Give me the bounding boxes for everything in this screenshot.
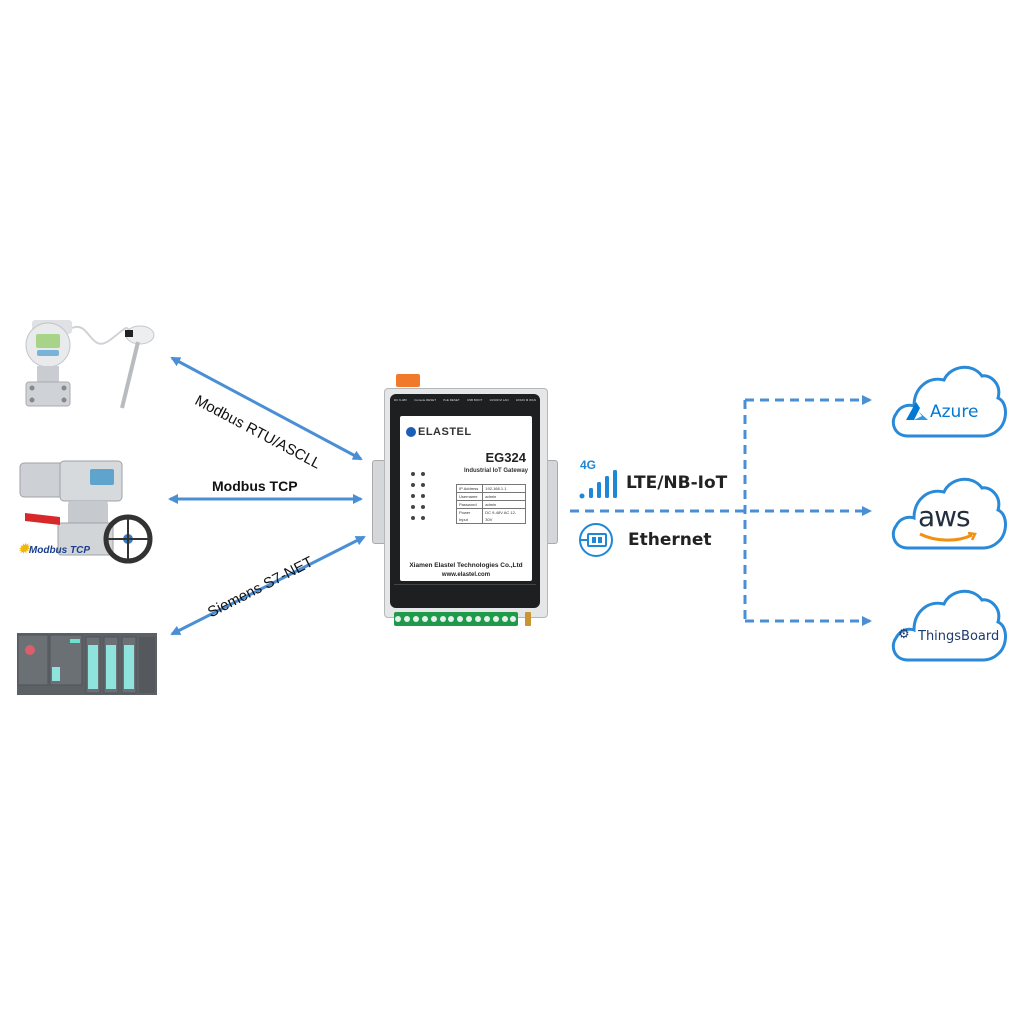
elastel-brand: ELASTEL bbox=[418, 426, 472, 438]
transmitter-icon bbox=[25, 320, 155, 409]
protocol-label-modbus-tcp: Modbus TCP bbox=[212, 478, 298, 494]
port-label: Console RESET bbox=[414, 398, 437, 402]
actuator-icon bbox=[19, 460, 153, 564]
spec-key: IP Address bbox=[455, 484, 484, 493]
cloud-label-azure: Azure bbox=[930, 402, 979, 422]
antenna-connector bbox=[525, 612, 531, 626]
gateway-device: DC 9-48V Console RESET PoE RESET USB BOO… bbox=[370, 372, 560, 634]
spec-key: Password bbox=[455, 500, 484, 509]
power-terminal bbox=[396, 374, 420, 387]
cloud-outline-icon bbox=[891, 589, 1007, 662]
spec-value: 192.168.1.1 bbox=[482, 484, 526, 493]
gateway-subtitle: Industrial IoT Gateway bbox=[463, 468, 528, 474]
top-port-labels: DC 9-48V Console RESET PoE RESET USB BOO… bbox=[394, 398, 536, 412]
company-name: Xiamen Elastel Technologies Co.,Ltd bbox=[409, 562, 523, 569]
cloud-azure: Azure bbox=[888, 358, 1010, 442]
cloud-outline-icon bbox=[891, 477, 1007, 550]
device-actuator: ✹Modbus TCP bbox=[10, 455, 170, 570]
company-website: www.elastel.com bbox=[441, 572, 491, 578]
spec-value: DC 9-48V AC 12-30V bbox=[482, 508, 526, 524]
arrow-siemens-s7 bbox=[170, 535, 366, 636]
terminal-block bbox=[394, 612, 518, 626]
spec-value: admin bbox=[482, 492, 526, 501]
modbus-badge-text: Modbus TCP bbox=[28, 545, 91, 556]
uplink-label-lte: LTE/NB-IoT bbox=[626, 473, 728, 493]
bottom-port-strip bbox=[394, 584, 536, 605]
cloud-label-aws: aws bbox=[918, 500, 971, 533]
elastel-logo-icon bbox=[406, 427, 416, 437]
cloud-label-thingsboard: ThingsBoard bbox=[918, 629, 1000, 644]
modbus-gear-icon: ✹ bbox=[18, 541, 29, 556]
cloud-thingsboard: ⚙ ThingsBoard bbox=[888, 582, 1010, 666]
port-label: USB BOOT bbox=[466, 398, 483, 402]
port-label: 10/100 M WAN bbox=[515, 398, 536, 402]
cloud-aws: aws bbox=[888, 470, 1010, 554]
port-label: 10/100 M LAN bbox=[489, 398, 509, 402]
uplink-cellular: 4G LTE/NB-IoT bbox=[576, 456, 736, 500]
signal-4g-icon bbox=[579, 470, 617, 499]
spec-value: admin bbox=[482, 500, 526, 509]
led-indicators bbox=[411, 472, 425, 520]
modbus-tcp-badge: ✹Modbus TCP bbox=[18, 541, 90, 557]
device-plc bbox=[12, 625, 162, 700]
uplink-ethernet: Ethernet bbox=[576, 520, 736, 560]
uplink-label-ethernet: Ethernet bbox=[628, 530, 712, 550]
dashed-connectors bbox=[570, 395, 872, 626]
spec-key: Username bbox=[455, 492, 484, 501]
cloud-outline-icon bbox=[891, 365, 1007, 438]
port-label: PoE RESET bbox=[443, 398, 460, 402]
device-transmitter bbox=[10, 300, 170, 415]
azure-logo-icon bbox=[906, 402, 928, 420]
plc-icon bbox=[17, 633, 157, 695]
thingsboard-logo-icon: ⚙ bbox=[898, 626, 910, 641]
aws-smile-icon bbox=[919, 532, 977, 542]
badge-4g: 4G bbox=[580, 458, 597, 472]
gateway-model: EG324 bbox=[485, 450, 526, 465]
ethernet-icon bbox=[579, 523, 613, 557]
port-label: DC 9-48V bbox=[394, 398, 408, 402]
elastel-logo: ELASTEL bbox=[406, 426, 472, 438]
arrow-modbus-rtu bbox=[170, 356, 363, 461]
spec-key: Power Input bbox=[455, 508, 484, 524]
